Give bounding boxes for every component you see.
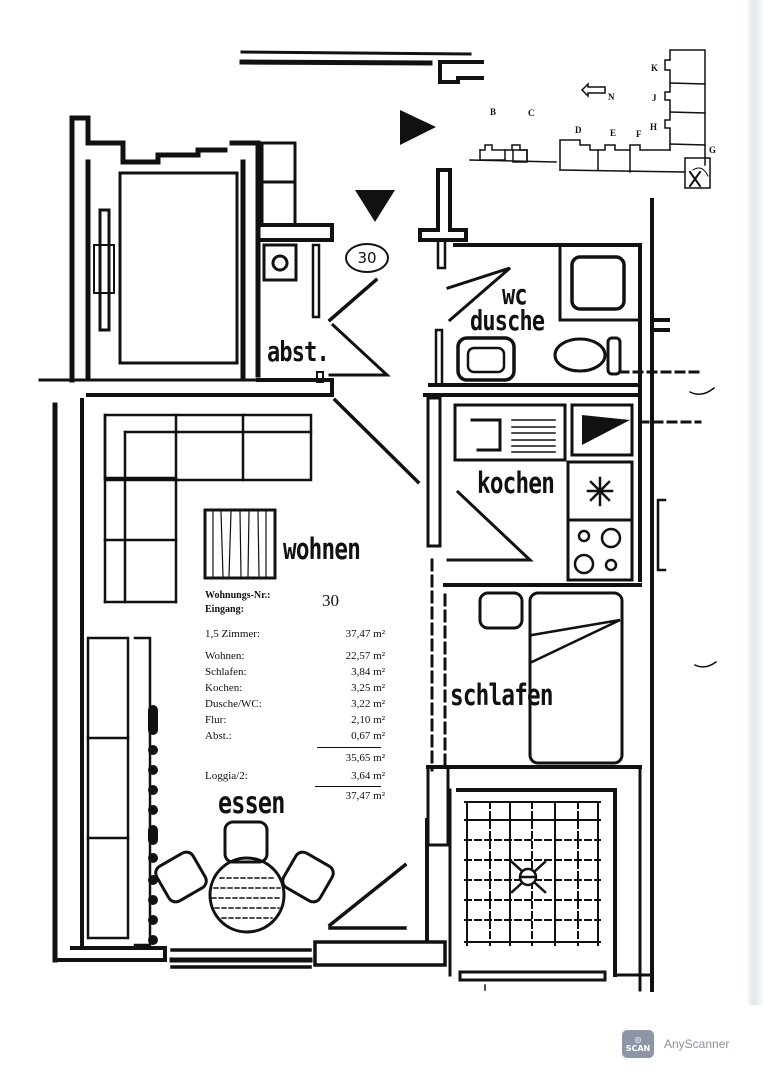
area-value-wohnen: 22,57 m² (345, 650, 385, 662)
keyplan-label-b: B (490, 107, 497, 117)
room-label-kochen: kochen (477, 466, 555, 500)
scanned-page: 30 B C D E F G H J K N abst. wc dusche k… (38, 49, 718, 992)
area-value-schlafen: 3,84 m² (351, 666, 385, 678)
scan-badge-text: SCAN (625, 1044, 651, 1053)
scanner-watermark: ◎ SCAN AnyScanner (622, 1030, 729, 1058)
keyplan-label-e: E (610, 128, 617, 138)
chair (154, 850, 208, 904)
key-plan (469, 49, 711, 189)
unit-number-value: 30 (322, 591, 339, 610)
scan-app-icon: ◎ SCAN (622, 1030, 654, 1058)
total-rooms-label: 1,5 Zimmer: (205, 628, 260, 640)
subtotal-value: 35,65 m² (345, 752, 385, 764)
fan-icon (586, 476, 614, 507)
arrow-down-marker (355, 190, 395, 222)
room-label-dusche: dusche (470, 304, 545, 337)
area-label-abst: Abst.: (205, 730, 232, 742)
keyplan-label-h: H (650, 122, 658, 132)
keyplan-label-f: F (636, 129, 642, 139)
corner-sofa (103, 413, 313, 604)
total-rooms-value: 37,47 m² (345, 628, 385, 640)
keyplan-label-j: J (652, 93, 657, 103)
subtotal-rule (317, 747, 381, 749)
wall-shelf (86, 636, 152, 947)
floor-plan-drawing (38, 49, 718, 992)
area-label-schlafen: Schlafen: (205, 666, 247, 678)
area-value-abst: 0,67 m² (351, 730, 385, 742)
area-value-dusche-wc: 3,22 m² (351, 698, 385, 710)
camera-ring-icon: ◎ (634, 1035, 642, 1044)
entrance-label: Eingang: (205, 604, 244, 615)
grand-total-value: 37,47 m² (345, 790, 385, 802)
keyplan-label-k: K (651, 63, 659, 73)
keyplan-label-c: C (528, 108, 535, 118)
loggia-label: Loggia/2: (205, 770, 248, 782)
room-label-schlafen: schlafen (450, 678, 553, 712)
north-label: N (608, 92, 615, 102)
coffee-table (203, 508, 277, 580)
drain-icon (510, 860, 547, 894)
keyplan-label-g: G (709, 145, 717, 155)
room-label-essen: essen (218, 786, 285, 821)
room-label-wohnen: wohnen (283, 532, 361, 566)
top-railing (239, 50, 484, 84)
page-edge-shadow (748, 0, 764, 1005)
room-label-wc: wc (502, 278, 528, 311)
area-value-flur: 2,10 m² (351, 714, 385, 726)
arrow-right-marker (400, 110, 436, 145)
round-table (208, 856, 286, 934)
area-label-kochen: Kochen: (205, 682, 243, 694)
unit-number-badge: 30 (345, 243, 389, 273)
area-label-dusche-wc: Dusche/WC: (205, 698, 262, 710)
area-value-kochen: 3,25 m² (351, 682, 385, 694)
scanner-app-name: AnyScanner (664, 1037, 730, 1051)
chair (281, 850, 335, 904)
total-rule (315, 786, 381, 788)
chair (223, 820, 269, 864)
unit-number-label: Wohnungs-Nr.: (205, 590, 271, 601)
loggia-value: 3,64 m² (351, 770, 385, 782)
loggia-tiles (464, 801, 601, 946)
curtain-dots (148, 705, 158, 945)
area-label-wohnen: Wohnen: (205, 650, 245, 662)
area-label-flur: Flur: (205, 714, 227, 726)
keyplan-label-d: D (575, 125, 582, 135)
room-label-abst: abst. (267, 335, 330, 368)
